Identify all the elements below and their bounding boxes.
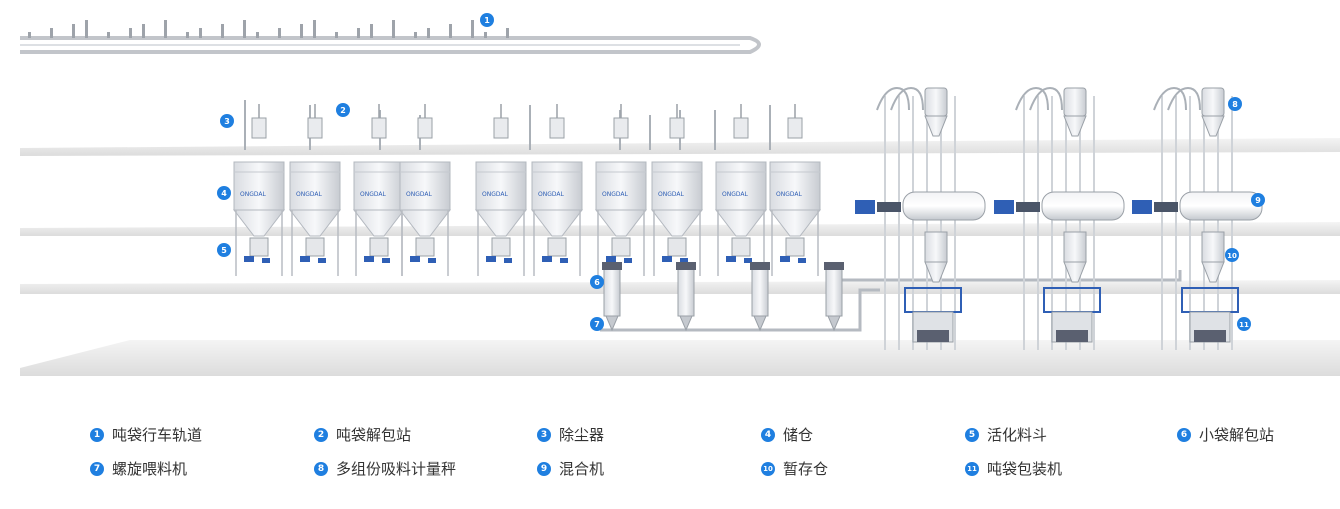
process-line (855, 86, 986, 350)
process-line (1132, 86, 1263, 350)
marker-10: 10 (1225, 248, 1239, 262)
brand-label: ONGDAL (602, 191, 628, 198)
rail-hangers (28, 20, 509, 38)
storage-bin: ONGDAL (352, 104, 406, 276)
rail-hanger (484, 32, 487, 38)
small-bag-station (750, 262, 770, 332)
storage-bin: ONGDAL (714, 104, 768, 276)
rail-hanger (427, 28, 430, 38)
rail-hanger (85, 20, 88, 38)
marker-number: 10 (1227, 252, 1237, 260)
marker-number: 9 (1255, 196, 1261, 205)
rail-hanger (50, 28, 53, 38)
brand-label: ONGDAL (776, 191, 802, 198)
rail-hanger (300, 24, 303, 38)
rail-hanger (221, 24, 224, 38)
rail-hanger (186, 32, 189, 38)
rail-hanger (256, 32, 259, 38)
rail-hanger (370, 24, 373, 38)
brand-label: ONGDAL (406, 191, 432, 198)
marker-number: 11 (1239, 321, 1249, 329)
brand-label: ONGDAL (658, 191, 684, 198)
floor-base (20, 340, 1340, 376)
rail-hanger (506, 28, 509, 38)
process-line (994, 86, 1125, 350)
pipe (600, 288, 880, 332)
floor-slabs (20, 138, 1340, 376)
rail-hanger (164, 20, 167, 38)
marker-3: 3 (220, 114, 234, 128)
rail-hanger (142, 24, 145, 38)
rail-hanger (357, 28, 360, 38)
rail-hanger (199, 28, 202, 38)
storage-bin: ONGDAL (398, 104, 452, 276)
storage-bin: ONGDAL (232, 104, 286, 276)
rail-hanger (414, 32, 417, 38)
small-bag-station (824, 262, 844, 332)
rail-hanger (129, 28, 132, 38)
brand-label: ONGDAL (722, 191, 748, 198)
rail-hanger (335, 32, 338, 38)
marker-1: 1 (480, 13, 494, 27)
marker-2: 2 (336, 103, 350, 117)
rail-hanger (28, 32, 31, 38)
crane-rail (20, 20, 761, 54)
brand-label: ONGDAL (538, 191, 564, 198)
marker-number: 4 (221, 189, 227, 198)
marker-9: 9 (1251, 193, 1265, 207)
brand-label: ONGDAL (240, 191, 266, 198)
small-bag-station (602, 262, 622, 332)
storage-bin: ONGDAL (474, 104, 528, 276)
rail-hanger (278, 28, 281, 38)
marker-number: 1 (484, 16, 490, 25)
marker-4: 4 (217, 186, 231, 200)
marker-7: 7 (590, 317, 604, 331)
rail-hanger (107, 32, 110, 38)
marker-8: 8 (1228, 97, 1242, 111)
storage-bin: ONGDAL (650, 104, 704, 276)
marker-number: 2 (340, 106, 346, 115)
small-bag-stations (602, 262, 844, 332)
marker-11: 11 (1237, 317, 1251, 331)
process-lines (855, 86, 1263, 350)
storage-bin: ONGDAL (768, 104, 822, 276)
storage-bins: ONGDAL ONGDAL ONGDAL ONGDAL ONGDAL ONGDAL ONGD… (232, 104, 822, 276)
storage-bin: ONGDAL (594, 104, 648, 276)
brand-label: ONGDAL (296, 191, 322, 198)
storage-bin: ONGDAL (530, 104, 584, 276)
rail-hanger (72, 24, 75, 38)
marker-number: 5 (221, 246, 227, 255)
rail-hanger (392, 20, 395, 38)
number-markers: 1 2 3 4 5 6 7 8 9 10 11 (217, 13, 1265, 331)
pipe (830, 270, 1182, 282)
storage-bin: ONGDAL (288, 104, 342, 276)
rail-hanger (243, 20, 246, 38)
rail-hanger (449, 24, 452, 38)
marker-6: 6 (590, 275, 604, 289)
small-bag-station (676, 262, 696, 332)
marker-number: 3 (224, 117, 230, 126)
marker-number: 8 (1232, 100, 1238, 109)
brand-label: ONGDAL (360, 191, 386, 198)
brand-label: ONGDAL (482, 191, 508, 198)
rail-hanger (313, 20, 316, 38)
marker-number: 7 (594, 320, 600, 329)
marker-number: 6 (594, 278, 600, 287)
rail-hanger (471, 20, 474, 38)
marker-5: 5 (217, 243, 231, 257)
